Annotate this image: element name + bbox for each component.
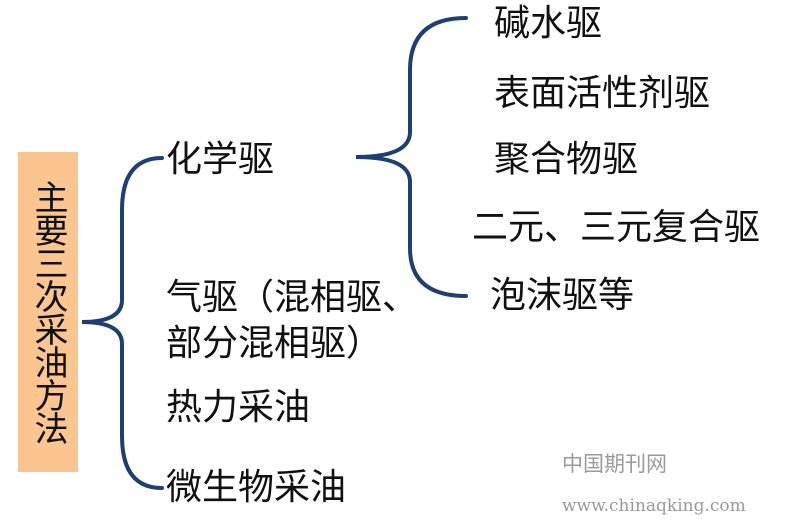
chemical-composite-flooding: 二元、三元复合驱 (472, 207, 761, 248)
watermark-title: 中国期刊网 (562, 452, 667, 476)
method-gas-flooding-line2: 部分混相驱） (166, 323, 383, 364)
chemical-alkaline-flooding: 碱水驱 (494, 3, 603, 44)
chemical-surfactant-flooding: 表面活性剂驱 (494, 73, 711, 114)
method-thermal-recovery: 热力采油 (166, 387, 311, 428)
chemical-brace (355, 16, 468, 298)
method-gas-flooding-line1: 气驱（混相驱、 (166, 277, 419, 318)
chemical-polymer-flooding: 聚合物驱 (494, 139, 639, 180)
root-label: 主要三次采油方法 (28, 180, 68, 444)
main-brace (81, 156, 164, 490)
watermark-url: www.chinaqking.com (562, 496, 746, 516)
method-chemical-flooding: 化学驱 (166, 139, 275, 180)
root-box (18, 152, 78, 472)
method-microbial-recovery: 微生物采油 (166, 467, 347, 508)
chemical-foam-flooding: 泡沫驱等 (490, 275, 635, 316)
